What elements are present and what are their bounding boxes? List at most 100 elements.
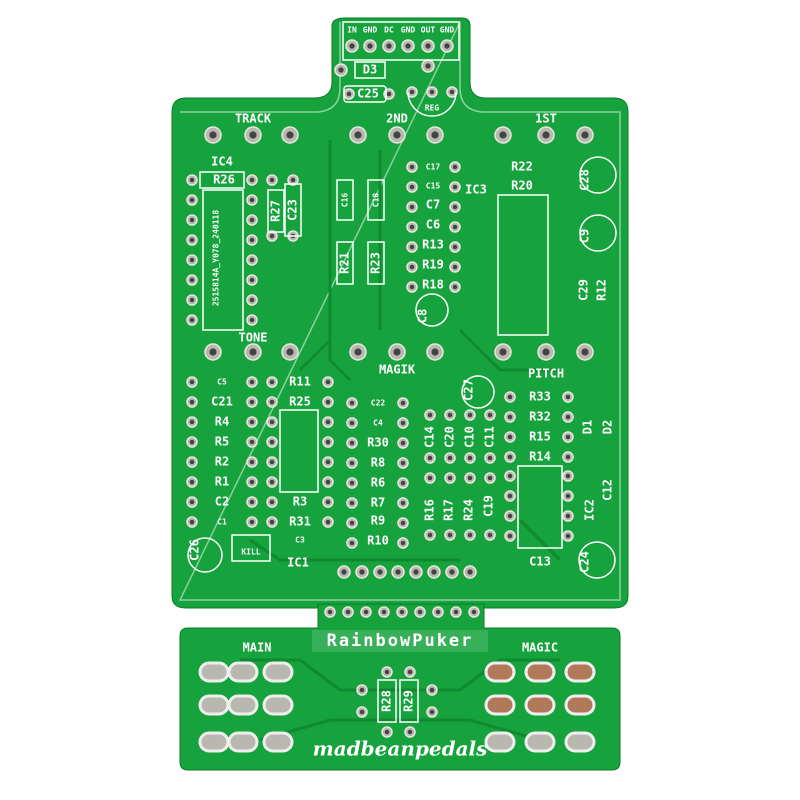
ic1-label: IC1 xyxy=(287,556,309,570)
drill-hole xyxy=(338,67,344,73)
drill-hole xyxy=(349,460,355,466)
label-c23: C23 xyxy=(286,199,300,221)
drill-hole xyxy=(359,687,365,693)
drill-hole xyxy=(286,348,294,356)
drill-hole xyxy=(565,434,571,440)
drill-hole xyxy=(400,540,406,546)
drill-hole xyxy=(325,439,331,445)
conn-label-in: IN xyxy=(347,26,357,35)
drill-hole xyxy=(542,131,550,139)
reg-label: REG xyxy=(425,104,440,113)
drill-hole xyxy=(249,237,255,243)
drill-hole xyxy=(429,89,435,95)
drill-hole xyxy=(386,91,392,97)
drill-hole xyxy=(427,412,433,418)
drill-hole xyxy=(487,412,493,418)
drill-hole xyxy=(467,455,473,461)
switch-lug-pad xyxy=(524,694,556,716)
switch-lug-pad xyxy=(484,731,516,753)
label-r12: R12 xyxy=(595,279,609,301)
drill-hole xyxy=(377,569,383,575)
drill-hole xyxy=(565,493,571,499)
drill-hole xyxy=(431,569,437,575)
switch-lug-pad xyxy=(524,661,556,683)
switch-lug-pad xyxy=(564,694,596,716)
drill-hole xyxy=(467,569,473,575)
drill-hole xyxy=(269,459,275,465)
label-r9: R9 xyxy=(371,514,385,528)
drill-hole xyxy=(349,480,355,486)
drill-hole xyxy=(249,479,255,485)
drill-hole xyxy=(189,297,195,303)
drill-hole xyxy=(425,43,431,49)
drill-hole xyxy=(346,91,352,97)
label-d3: D3 xyxy=(363,63,377,77)
drill-hole xyxy=(431,348,439,356)
drill-hole xyxy=(447,412,453,418)
drill-hole xyxy=(209,348,217,356)
drill-hole xyxy=(400,420,406,426)
switch-lug-pad xyxy=(262,694,294,716)
label-r3: R3 xyxy=(293,495,307,509)
drill-hole xyxy=(581,348,589,356)
label-r8: R8 xyxy=(371,456,385,470)
label-r18: R18 xyxy=(422,278,444,292)
kill-switch-label: KILL xyxy=(241,548,260,557)
drill-hole xyxy=(363,609,369,615)
drill-hole xyxy=(269,419,275,425)
label-c13: C13 xyxy=(529,555,551,569)
label-d2: D2 xyxy=(601,420,615,434)
drill-hole xyxy=(413,569,419,575)
conn-label-gnd2: GND xyxy=(401,26,416,35)
drill-hole xyxy=(269,399,275,405)
drill-hole xyxy=(507,513,513,519)
pot-label-pitch: PITCH xyxy=(528,367,564,381)
label-r7: R7 xyxy=(371,496,385,510)
drill-hole xyxy=(189,499,195,505)
label-r13: R13 xyxy=(422,238,444,252)
drill-hole xyxy=(400,500,406,506)
drill-hole xyxy=(507,533,513,539)
switch-lug-pad xyxy=(198,694,230,716)
label-r28: R28 xyxy=(380,690,394,712)
label-r16: R16 xyxy=(423,499,437,521)
conn-label-gnd1: GND xyxy=(363,26,378,35)
drill-hole xyxy=(452,264,458,270)
label-c17: C17 xyxy=(426,163,441,172)
drill-hole xyxy=(409,204,415,210)
drill-hole xyxy=(349,400,355,406)
label-r2: R2 xyxy=(215,455,229,469)
switch-lug-pad xyxy=(564,731,596,753)
drill-hole xyxy=(565,414,571,420)
drill-hole xyxy=(249,297,255,303)
label-c16: C16 xyxy=(341,193,350,208)
pot-label-1st: 1ST xyxy=(535,112,557,126)
drill-hole xyxy=(269,379,275,385)
drill-hole xyxy=(565,394,571,400)
switch-lug-pad xyxy=(484,661,516,683)
conn-label-gnd3: GND xyxy=(440,26,455,35)
drill-hole xyxy=(565,513,571,519)
drill-hole xyxy=(269,479,275,485)
drill-hole xyxy=(507,493,513,499)
board-title: RainbowPuker xyxy=(327,631,474,651)
drill-hole xyxy=(425,63,431,69)
switch-lug-pad xyxy=(262,661,294,683)
switch-lug-pad xyxy=(227,694,259,716)
label-c7: C7 xyxy=(426,198,440,212)
drill-hole xyxy=(249,217,255,223)
label-r6: R6 xyxy=(371,476,385,490)
drill-hole xyxy=(499,131,507,139)
drill-hole xyxy=(249,519,255,525)
drill-hole xyxy=(499,348,507,356)
conn-label-dc: DC xyxy=(384,26,394,35)
drill-hole xyxy=(435,609,441,615)
drill-hole xyxy=(487,455,493,461)
drill-hole xyxy=(249,348,257,356)
drill-hole xyxy=(249,277,255,283)
switch-lug-pad xyxy=(524,731,556,753)
drill-hole xyxy=(386,43,392,49)
label-c18: C18 xyxy=(372,193,381,208)
label-c26: C26 xyxy=(188,539,202,561)
